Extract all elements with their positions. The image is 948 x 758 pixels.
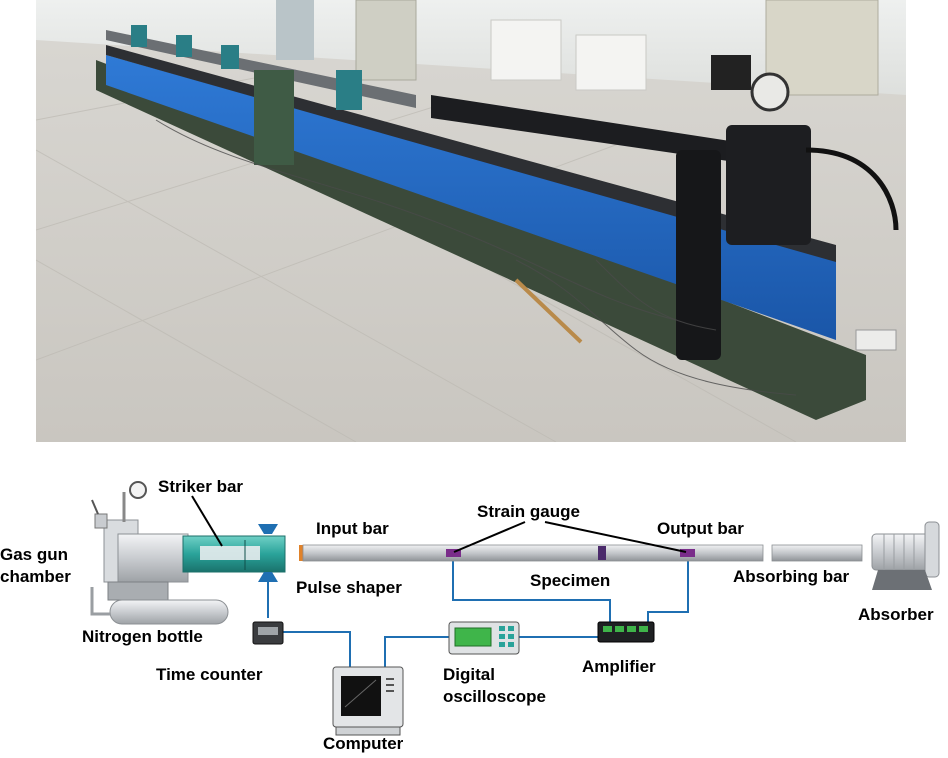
- nitrogen-bottle: [90, 587, 229, 625]
- leader-lines: [191, 495, 687, 553]
- computer-label: Computer: [323, 734, 404, 753]
- strain-gauge-output: [680, 549, 695, 557]
- amplifier-device: [597, 621, 655, 643]
- apparatus-photo: [36, 0, 906, 442]
- computer-device: [332, 666, 404, 736]
- digital-oscilloscope-label-line1: Digital: [443, 665, 495, 684]
- specimen-label: Specimen: [530, 571, 610, 590]
- digital-oscilloscope-label-line2: oscilloscope: [443, 687, 546, 706]
- nitrogen-bottle-label: Nitrogen bottle: [82, 627, 203, 646]
- output-bar-label: Output bar: [657, 519, 744, 538]
- strain-gauge-input: [446, 549, 461, 557]
- striker-bar: [182, 535, 286, 573]
- pulse-shaper-label: Pulse shaper: [296, 578, 402, 597]
- absorber-device: [871, 521, 940, 590]
- specimen-shape: [598, 546, 606, 560]
- oscilloscope-device: [448, 621, 520, 655]
- gas-gun-chamber: [91, 481, 189, 601]
- striker-bar-label: Striker bar: [158, 477, 243, 496]
- gas-gun-chamber-label-line1: Gas gun: [0, 545, 68, 564]
- shpb-schematic-svg: Striker bar Gas gun chamber Nitrogen bot…: [0, 477, 940, 753]
- absorbing-bar-label: Absorbing bar: [733, 567, 850, 586]
- pulse-shaper: [299, 545, 304, 561]
- input-output-bar: [302, 544, 764, 562]
- amplifier-label: Amplifier: [582, 657, 656, 676]
- time-counter-device: [252, 621, 284, 645]
- absorber-label: Absorber: [858, 605, 934, 624]
- strain-gauge-label: Strain gauge: [477, 502, 580, 521]
- signal-wires: [267, 556, 689, 667]
- apparatus-photo-illustration: [36, 0, 906, 442]
- input-bar-label: Input bar: [316, 519, 389, 538]
- absorbing-bar-shape: [771, 544, 863, 562]
- shpb-schematic: Striker bar Gas gun chamber Nitrogen bot…: [0, 442, 948, 753]
- gas-gun-chamber-label-line2: chamber: [0, 567, 71, 586]
- time-counter-label: Time counter: [156, 665, 263, 684]
- bar-supports: [258, 524, 278, 582]
